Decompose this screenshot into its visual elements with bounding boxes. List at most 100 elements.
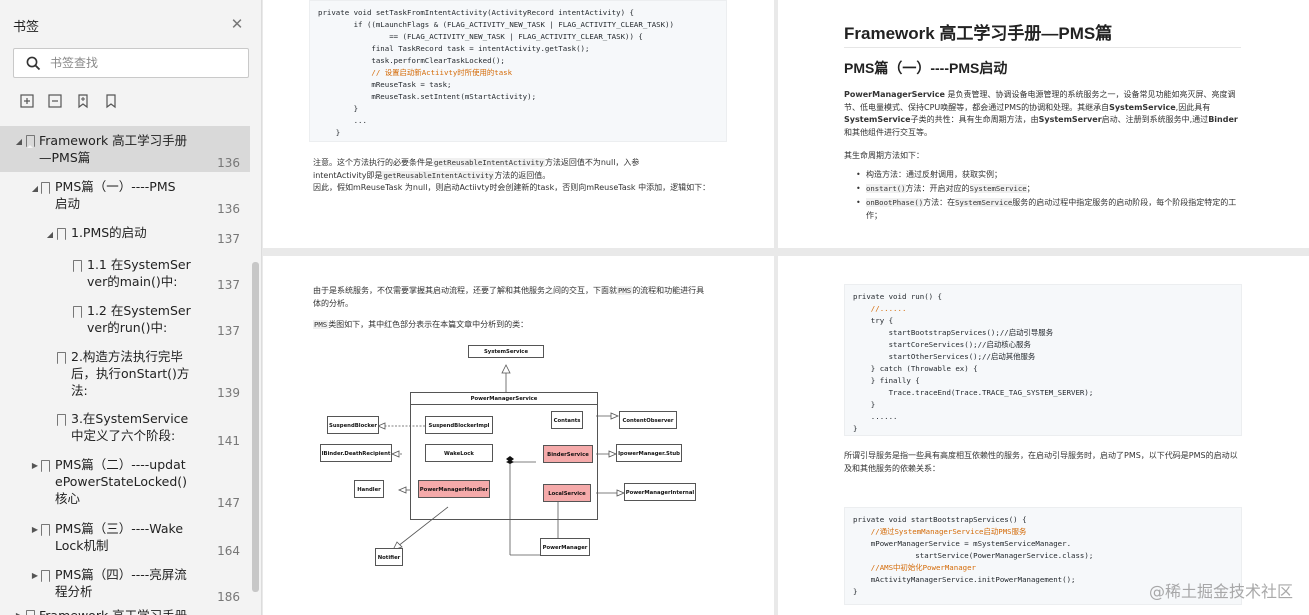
toc-item-pms-2[interactable]: ▶ PMS篇（二）----updat ePowerStateLocked() 核… [0, 452, 250, 512]
collapse-all-icon[interactable] [47, 93, 63, 109]
sidebar-scrollbar[interactable] [252, 262, 259, 592]
code-block-bootstrap: private void startBootstrapServices() { … [844, 507, 1242, 605]
toc-item-run[interactable]: 1.2 在SystemSer ver的run()中: 137 [0, 298, 250, 342]
bootstrap-paragraph: 所谓引导服务是指一些具有高度相互依赖性的服务，在启动引导服务时，启动了PMS，以… [844, 451, 1238, 473]
text: PowerManagerService [844, 90, 945, 99]
toc-item-framework[interactable]: ◢ Framework 高工学习手册 —PMS篇 136 [0, 126, 250, 172]
text: 启动、注册到系统服务中,通过 [1101, 115, 1209, 124]
text: 构造方法：通过反射调用，获取实例； [866, 170, 1002, 179]
toc-page: 186 [217, 590, 240, 604]
code-block-run: private void run() { //...... try { star… [844, 284, 1242, 436]
toc-page: 137 [217, 278, 240, 292]
code-line: } catch (Throwable ex) { [853, 364, 978, 373]
code-line: } [853, 424, 858, 433]
intro-paragraph: PowerManagerService 是负责管理、协调设备电源管理的系统服务之… [844, 89, 1242, 139]
list-item: 构造方法：通过反射调用，获取实例； [856, 169, 1236, 182]
list-item: onstart()方法：开启对应的SystemService； [856, 183, 1236, 196]
code-line: ...... [853, 412, 898, 421]
code-line: ... [318, 116, 367, 125]
toc-label: 2.构造方法执行完毕 后，执行onStart()方 法: [71, 349, 190, 398]
page-left-top: private void setTaskFromIntentActivity(A… [263, 0, 774, 248]
bookmark-sidebar: 书签 ✕ ◢ Framework 高工学习手册 —PMS篇 136 ◢ PMS篇… [0, 0, 262, 615]
uml-powermanagerhandler: PowerManagerHandler [418, 480, 490, 498]
text: SystemService [1109, 102, 1176, 112]
uml-systemservice: SystemService [468, 345, 544, 358]
inline-code: PMS [313, 320, 329, 329]
text: 因此，假如mReuseTask 为null，则启动Actiivty时会创建新的t… [313, 183, 711, 192]
toc-label: 1.PMS的启动 [71, 225, 147, 240]
uml-ipowermanager-stub: IpowerManager.Stub [616, 444, 682, 462]
code-line: startOtherServices();//启动其他服务 [853, 352, 1036, 361]
diagram-caption: PMS类图如下，其中红色部分表示在本篇文章中分析到的类： [313, 319, 713, 332]
toc-item-six-phases[interactable]: 3.在SystemService 中定义了六个阶段: 141 [0, 406, 250, 450]
text: intentActivity即是 [313, 170, 383, 180]
code-line: } [318, 104, 359, 113]
expand-arrow-icon[interactable]: ▶ [31, 461, 39, 470]
expand-arrow-icon[interactable]: ▶ [31, 525, 39, 534]
toc-label: 1.2 在SystemSer ver的run()中: [87, 303, 191, 335]
intro-paragraph: 由于是系统服务，不仅需要掌握其启动流程，还要了解和其他服务之间的交互，下面就PM… [313, 285, 708, 310]
sidebar-title: 书签 [13, 20, 40, 35]
toc-label: PMS篇（三）----Wake Lock机制 [55, 521, 184, 553]
toc-item-onstart[interactable]: 2.构造方法执行完毕 后，执行onStart()方 法: 139 [0, 344, 250, 404]
toc-page: 147 [217, 496, 240, 510]
text: 是负责管理、协调设备电源管理的系统服务之一，设备常见功能如亮灭屏、亮度调节、低电… [844, 90, 1236, 112]
close-icon[interactable]: ✕ [230, 15, 244, 33]
toc-page: 137 [217, 232, 240, 246]
bookmark-search-input[interactable] [50, 54, 240, 72]
text: 子类的共性：具有生命周期方法，由 [910, 115, 1039, 124]
text: 方法的返回值。 [494, 170, 551, 180]
collapse-arrow-icon[interactable]: ◢ [46, 230, 54, 239]
collapse-arrow-icon[interactable]: ◢ [15, 137, 23, 146]
bookmark-icon [73, 306, 82, 319]
bookmark-icon [41, 460, 50, 473]
expand-arrow-icon[interactable]: ▶ [31, 571, 39, 580]
list-item: onBootPhase()方法：在SystemService服务的启动过程中指定… [856, 197, 1240, 222]
code-line: == (FLAG_ACTIVITY_NEW_TASK | FLAG_ACTIVI… [318, 32, 643, 41]
code-line: startBootstrapServices();//启动引导服务 [853, 328, 1054, 337]
uml-binderservice: BinderService [543, 445, 593, 463]
bookmark-icon [41, 524, 50, 537]
inline-code: getReusableIntentActivity [382, 170, 495, 180]
toc-label: 1.1 在SystemSer ver的main()中: [87, 257, 191, 289]
toc-item-framework-2[interactable]: ▶ Framework 高工学习手册 [0, 606, 250, 615]
uml-suspendblocker: SuspendBlocker [327, 416, 379, 434]
bookmark-icon [57, 414, 66, 427]
bookmark-icon [41, 570, 50, 583]
toc-item-pms-4[interactable]: ▶ PMS篇（四）----亮屏流 程分析 186 [0, 562, 250, 606]
title-divider [844, 47, 1241, 48]
bookmark-icon[interactable] [103, 93, 119, 109]
code-line: task.performClearTaskLocked(); [318, 56, 505, 65]
toc-page: 136 [217, 156, 240, 170]
code-line: private void run() { [853, 292, 942, 301]
bookmark-icon [41, 182, 50, 195]
page-right-top: Framework 高工学习手册—PMS篇 PMS篇（一）----PMS启动 P… [778, 0, 1309, 248]
expand-arrow-icon[interactable]: ▶ [14, 611, 24, 615]
toc-page: 139 [217, 386, 240, 400]
add-bookmark-icon[interactable] [75, 93, 91, 109]
toc-item-pms-3[interactable]: ▶ PMS篇（三）----Wake Lock机制 164 [0, 516, 250, 560]
code-line: private void setTaskFromIntentActivity(A… [318, 8, 634, 17]
uml-localservice: LocalService [543, 484, 591, 502]
toc-item-main[interactable]: 1.1 在SystemSer ver的main()中: 137 [0, 252, 250, 296]
bookmark-search-box[interactable] [13, 48, 249, 78]
text: SystemServer [1038, 115, 1102, 124]
toc-item-pms-start[interactable]: ◢ 1.PMS的启动 137 [0, 222, 250, 248]
text: SystemService [844, 115, 911, 124]
inline-code: onstart() [866, 184, 906, 193]
code-line: mReuseTask.setIntent(mStartActivity); [318, 92, 537, 101]
text: 和其他组件进行交互等。 [844, 127, 932, 137]
text: ； [1026, 184, 1035, 193]
inline-code: PMS [617, 286, 633, 295]
text: 类图如下，其中红色部分表示在本篇文章中分析到的类： [328, 320, 529, 329]
expand-all-icon[interactable] [19, 93, 35, 109]
text: 的流程和功能进行具体的分析。 [313, 286, 705, 308]
lifecycle-heading: 其生命周期方法如下： [844, 151, 924, 160]
toc-label: Framework 高工学习手册 [39, 607, 187, 615]
inline-code: SystemService [955, 198, 1013, 207]
collapse-arrow-icon[interactable]: ◢ [31, 184, 39, 193]
code-comment: //通过SystemManagerService启动PMS服务 [853, 527, 1027, 536]
code-line: try { [853, 316, 894, 325]
toc-page: 136 [217, 202, 240, 216]
toc-item-pms-1[interactable]: ◢ PMS篇（一）----PMS 启动 136 [0, 174, 250, 218]
